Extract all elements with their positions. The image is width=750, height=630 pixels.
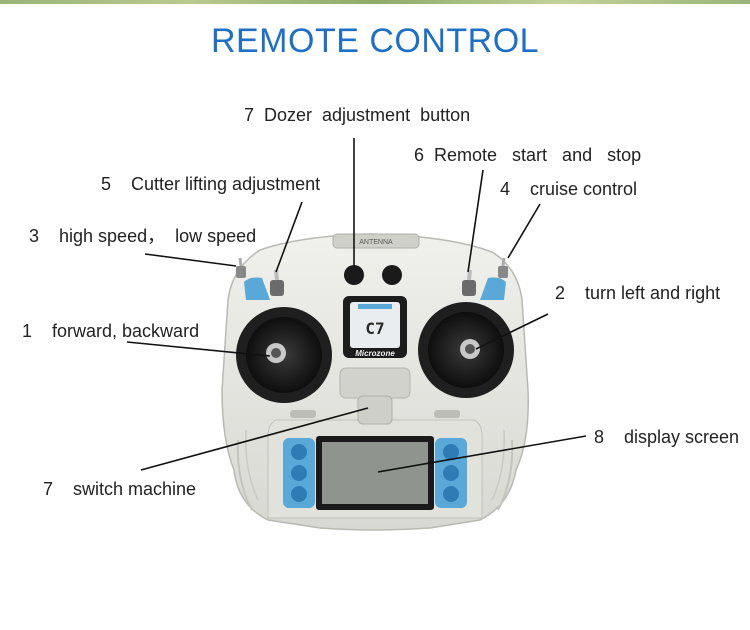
leader-remote-start [467, 169, 484, 273]
callout-speed: 3 high speed， low speed [29, 226, 257, 246]
remote-start-stop-switch[interactable] [462, 269, 476, 296]
leader-cutter [275, 201, 303, 273]
left-button-panel [283, 438, 315, 508]
right-slide-switch[interactable] [434, 410, 460, 418]
callout-display-screen: 8 display screen [594, 427, 740, 447]
callout-turn: 2 turn left and right [555, 283, 721, 303]
right-joystick[interactable] [418, 302, 514, 398]
switch-machine-knob[interactable] [339, 367, 411, 425]
left-slide-switch[interactable] [290, 410, 316, 418]
brand-label: Microzone [355, 349, 395, 358]
callout-switch-machine: 7 switch machine [43, 479, 197, 499]
cruise-control-switch[interactable] [498, 257, 508, 278]
page-title: REMOTE CONTROL [210, 22, 540, 60]
callout-forward-backward: 1 forward, backward [22, 321, 200, 341]
left-button-2[interactable] [291, 465, 307, 481]
leader-forward [126, 341, 271, 357]
leader-speed [144, 253, 237, 267]
left-button-1[interactable] [291, 444, 307, 460]
left-shoulder-accent [244, 277, 270, 300]
callout-cruise-control: 4 cruise control [500, 179, 638, 199]
dozer-knob-left[interactable] [344, 265, 364, 285]
lcd-display-screen [316, 436, 434, 510]
antenna-label: ANTENNA [359, 239, 393, 246]
leader-lines [126, 138, 587, 473]
leader-turn [475, 313, 549, 350]
leader-cruise [507, 203, 541, 259]
right-button-1[interactable] [443, 444, 459, 460]
left-joystick[interactable] [236, 307, 332, 403]
callout-cutter-lifting: 5 Cutter lifting adjustment [101, 174, 321, 194]
callout-remote-start-stop: 6 Remote start and stop [414, 145, 642, 165]
antenna-panel: ANTENNA [332, 233, 420, 249]
right-button-3[interactable] [443, 486, 459, 502]
model-label: C7 [365, 319, 384, 338]
right-button-2[interactable] [443, 465, 459, 481]
left-button-3[interactable] [291, 486, 307, 502]
leader-switch [140, 407, 369, 471]
top-grass-strip [0, 0, 750, 4]
right-shoulder-accent [480, 277, 506, 300]
model-screen: C7 Microzone [343, 296, 407, 358]
dozer-knob-right[interactable] [382, 265, 402, 285]
leader-display [377, 435, 587, 473]
speed-switch[interactable] [236, 257, 246, 278]
right-button-panel [435, 438, 467, 508]
callout-dozer-adjustment: 7 Dozer adjustment button [244, 105, 471, 125]
